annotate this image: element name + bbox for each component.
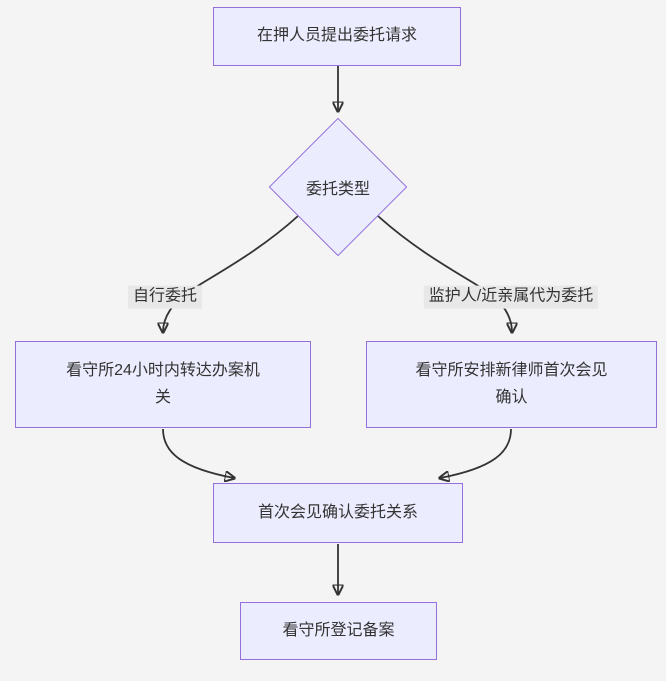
node-request-label: 在押人员提出委托请求 [256,27,417,45]
edge-label-proxy-entrust: 监护人/近亲属代为委托 [423,285,599,309]
node-request: 在押人员提出委托请求 [213,7,461,66]
node-first-meeting-confirm: 首次会见确认委托关系 [213,483,463,543]
node-forward-to-authority: 看守所24小时内转达办案机关 [15,341,311,428]
edge-left-to-confirm [162,428,234,478]
node-decision: 委托类型 [268,117,408,257]
edge-label-self-entrust-text: 自行委托 [132,287,198,305]
node-arrange-lawyer-meeting: 看守所安排新律师首次会见确认 [366,341,657,428]
node-forward-to-authority-label: 看守所24小时内转达办案机关 [66,362,260,406]
node-register-record: 看守所登记备案 [240,602,437,660]
edge-label-self-entrust: 自行委托 [127,285,203,309]
node-register-record-label: 看守所登记备案 [282,621,395,639]
node-decision-label: 委托类型 [305,181,370,198]
node-arrange-lawyer-meeting-label: 看守所安排新律师首次会见确认 [415,362,608,406]
edge-right-to-confirm [440,428,512,478]
edge-label-proxy-entrust-text: 监护人/近亲属代为委托 [428,287,594,305]
node-first-meeting-confirm-label: 首次会见确认委托关系 [257,503,418,521]
